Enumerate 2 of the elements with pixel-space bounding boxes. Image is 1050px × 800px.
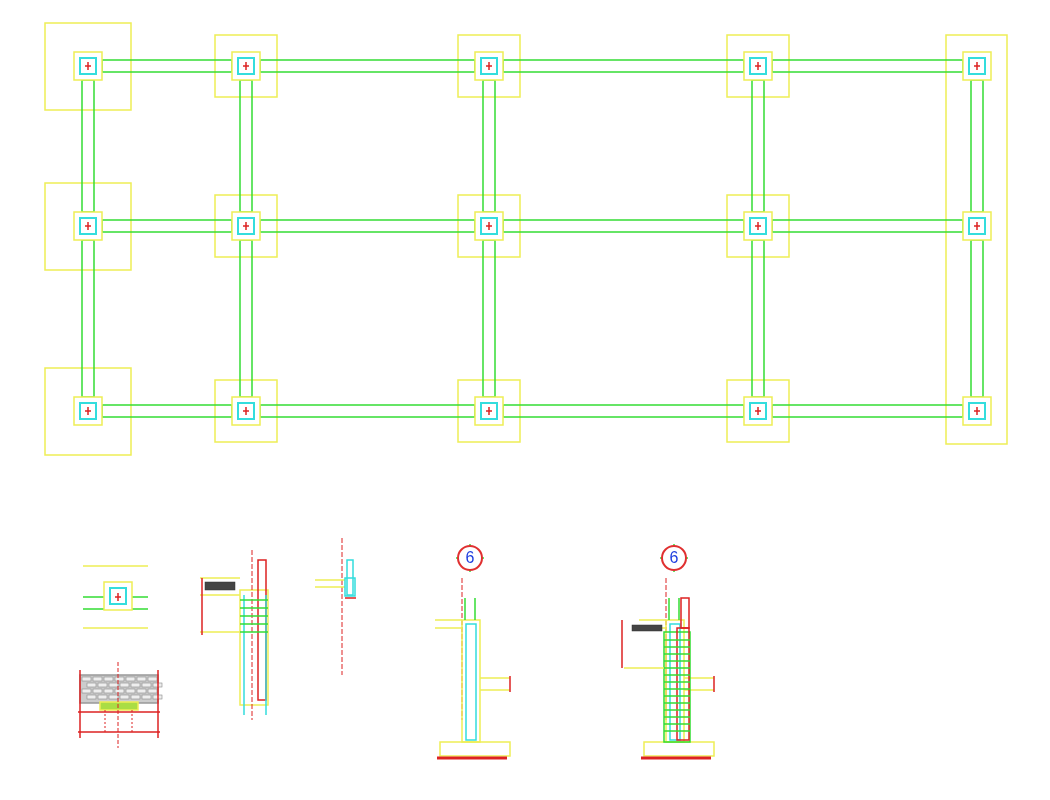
axis-bubble: 6 [457, 545, 483, 571]
axis-bubble: 6 [661, 545, 687, 571]
